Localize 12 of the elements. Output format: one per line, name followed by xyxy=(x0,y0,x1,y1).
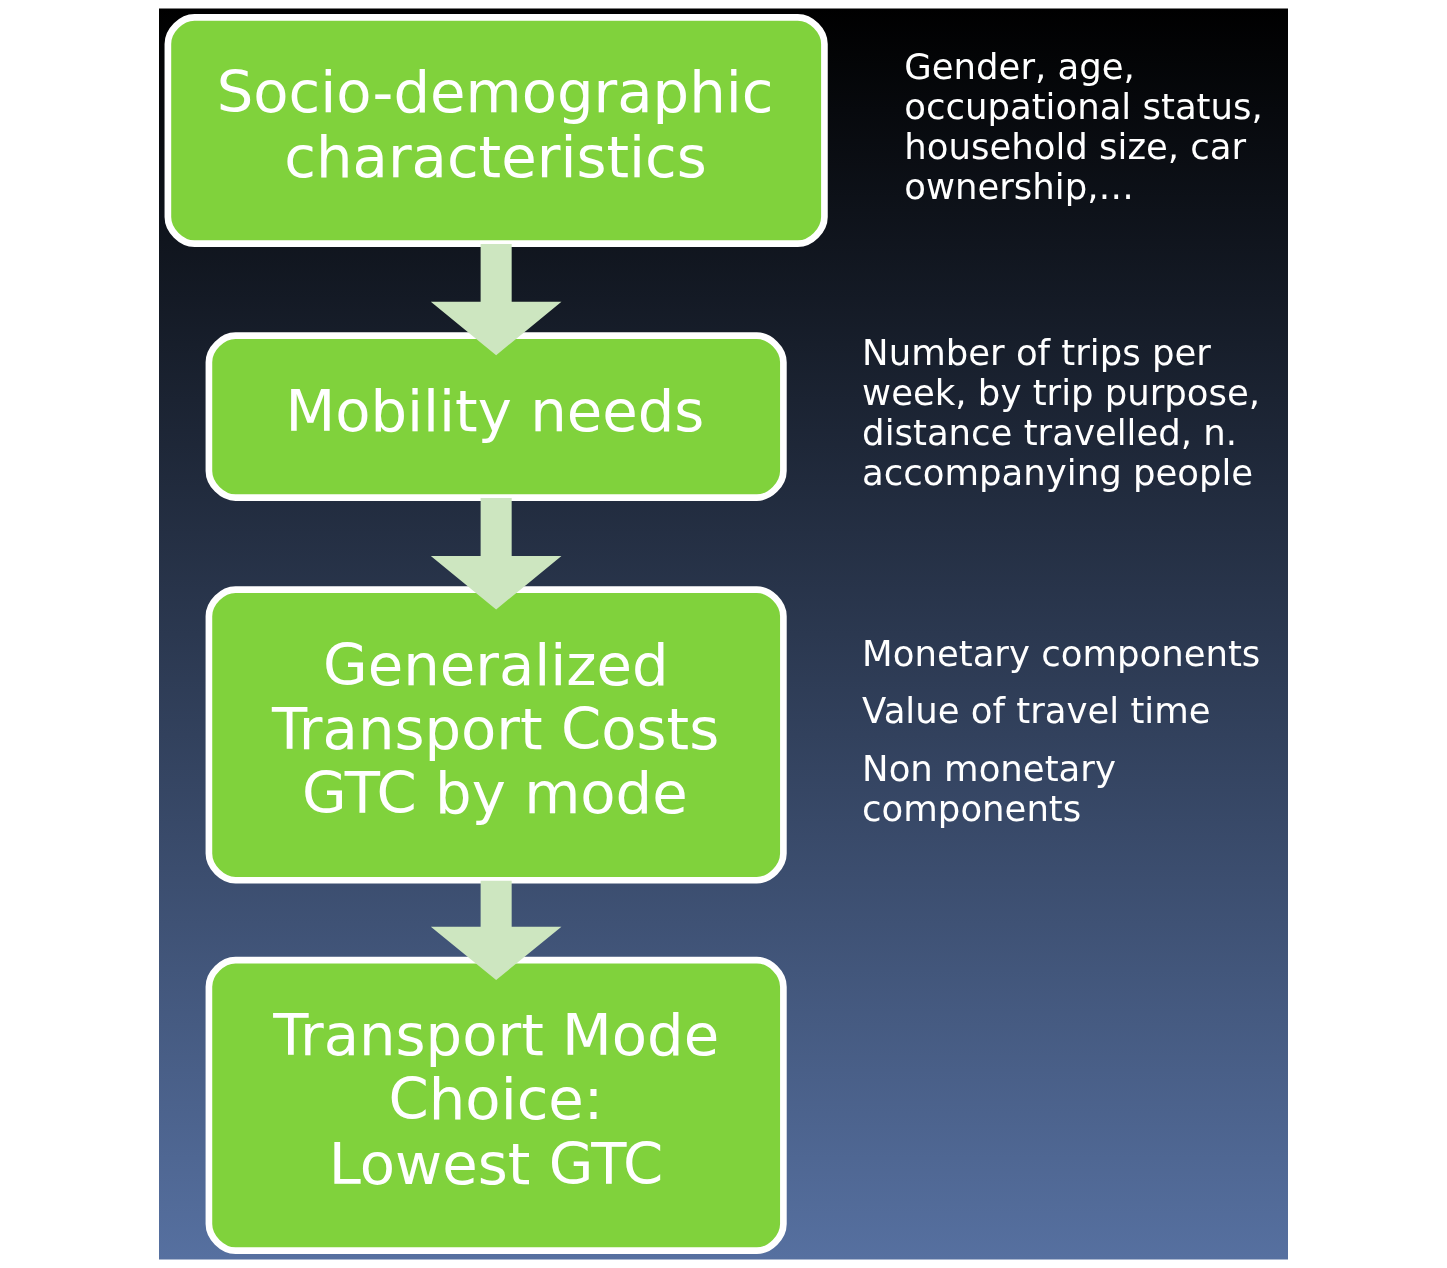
node-box: Socio-demographic characteristics xyxy=(164,14,828,247)
node-box: Generalized Transport Costs GTC by mode xyxy=(205,586,787,884)
node-label: Value of travel time xyxy=(862,690,1211,732)
arrow xyxy=(430,244,562,356)
node-label: Monetary components xyxy=(862,632,1261,674)
node-label: Number of trips per week, by trip purpose, distance travelled, n. accompanying people xyxy=(862,332,1261,493)
node-label: Gender, age, occupational status, household size, car ownership,… xyxy=(904,46,1263,207)
node-box: Transport Mode Choice: Lowest GTC xyxy=(205,956,787,1254)
arrow xyxy=(430,498,562,610)
arrow xyxy=(430,880,562,980)
node-label: Non monetary components xyxy=(862,748,1116,829)
node-box: Mobility needs xyxy=(205,332,787,501)
